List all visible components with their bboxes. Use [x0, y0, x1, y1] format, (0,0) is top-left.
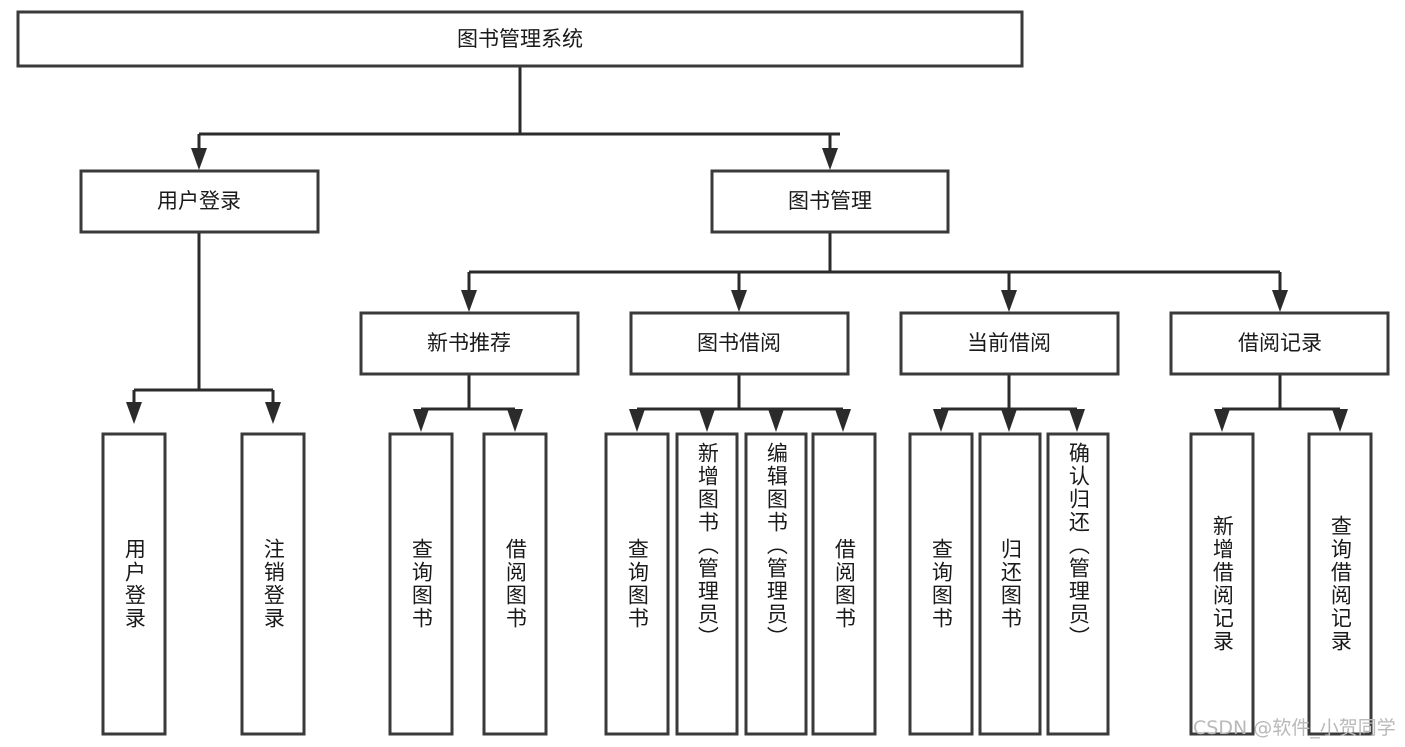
node-borrow-record-box[interactable]: [1169, 311, 1390, 376]
node-book-borrow-label: 图书借阅: [697, 331, 781, 355]
connector-new-book-to-leaves: [413, 374, 523, 432]
node-borrow-record-label: 借阅记录: [1238, 331, 1322, 355]
leaf-box-new-book-1[interactable]: [482, 432, 548, 736]
leaf-box-current-borrow-0[interactable]: [908, 432, 974, 736]
leaf-box-borrow-record-0[interactable]: [1189, 432, 1255, 736]
connector-borrow-record-to-leaves: [1214, 374, 1348, 432]
connector-user-login-to-leaves: [126, 232, 281, 424]
leaf-box-user-login-0[interactable]: [101, 432, 167, 736]
node-user-login-box[interactable]: [79, 169, 320, 234]
node-root-label: 图书管理系统: [457, 27, 583, 51]
csdn-watermark: CSDN @软件_小贺同学: [1193, 717, 1396, 739]
leaf-box-current-borrow-1[interactable]: [978, 432, 1042, 736]
leaf-box-book-borrow-1[interactable]: [675, 432, 739, 736]
leaf-box-user-login-1[interactable]: [240, 432, 306, 736]
node-current-borrow-box[interactable]: [899, 311, 1120, 376]
node-current-borrow-label: 当前借阅: [967, 331, 1051, 355]
node-book-borrow-box[interactable]: [629, 311, 850, 376]
connector-book-borrow-to-leaves: [629, 374, 851, 432]
node-book-management-box[interactable]: [710, 169, 950, 234]
leaf-box-book-borrow-0[interactable]: [604, 432, 670, 736]
connector-current-borrow-to-leaves: [933, 374, 1085, 432]
leaf-box-book-borrow-3[interactable]: [811, 432, 877, 736]
node-root-box[interactable]: [16, 10, 1024, 68]
node-new-book-recommend-box[interactable]: [359, 311, 580, 376]
leaf-box-current-borrow-2[interactable]: [1046, 432, 1110, 736]
leaf-box-new-book-0[interactable]: [388, 432, 454, 736]
connector-book-mgmt-to-level3: [461, 232, 1288, 312]
node-user-login-label: 用户登录: [157, 189, 241, 213]
leaf-box-book-borrow-2[interactable]: [744, 432, 808, 736]
leaf-box-borrow-record-1[interactable]: [1307, 432, 1373, 736]
connector-root-to-level2: [191, 66, 840, 170]
node-book-management-label: 图书管理: [788, 189, 872, 213]
node-new-book-recommend-label: 新书推荐: [427, 331, 511, 355]
